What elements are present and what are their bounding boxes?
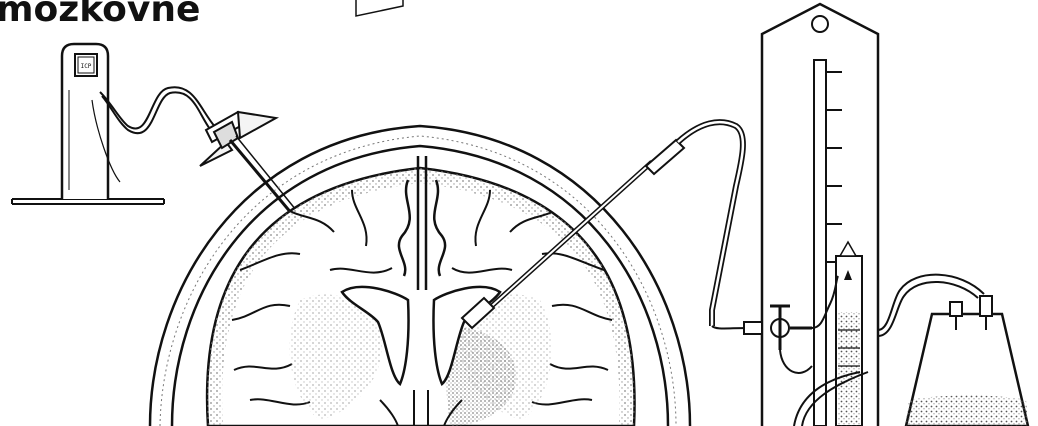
manometer	[762, 4, 878, 426]
monitor-display: ICP	[81, 63, 92, 70]
monitor-tubing	[92, 87, 216, 182]
monitor-icon: ICP	[12, 44, 164, 204]
bag-icon	[906, 296, 1028, 426]
brain	[207, 156, 635, 426]
callout-bubble	[356, 0, 403, 16]
